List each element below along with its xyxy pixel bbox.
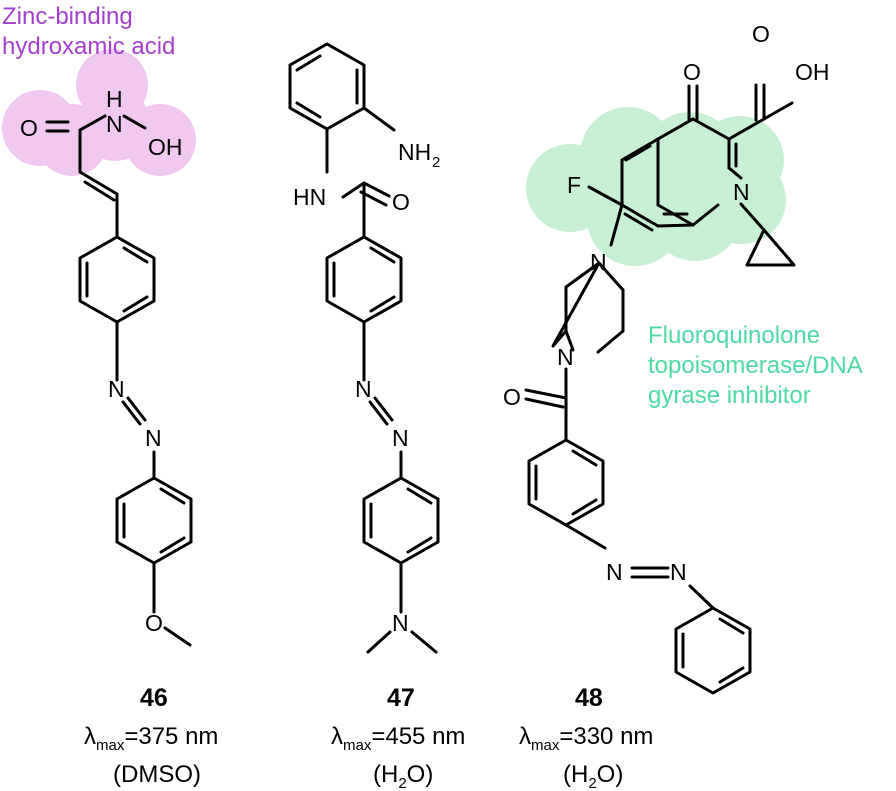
compound-number-46: 46 xyxy=(140,684,168,712)
lambda-46: λmax=375 nm xyxy=(84,723,218,754)
solvent-48: (H2O) xyxy=(563,761,623,791)
compound-number-47: 47 xyxy=(387,684,415,712)
lambda-47: λmax=455 nm xyxy=(331,723,465,754)
atom-N-48-quinolone: N xyxy=(733,179,750,205)
atom-OH-48: OH xyxy=(795,59,830,85)
atom-N-48-piperazine-2: N xyxy=(557,344,574,370)
atom-N-47-amine: N xyxy=(392,610,409,636)
atom-F-48: F xyxy=(567,172,581,198)
atom-N-47-azo-1: N xyxy=(355,376,372,402)
compound-48-structure xyxy=(524,83,796,695)
atom-HN-47: HN xyxy=(293,184,326,210)
atom-N-48-azo-2: N xyxy=(670,559,687,585)
atom-NH2-47: NH xyxy=(398,139,431,165)
fluoro-note-line-2: topoisomerase/DNA xyxy=(648,352,863,379)
lambda-48: λmax=330 nm xyxy=(519,723,653,754)
atom-N-48-azo-1: N xyxy=(606,559,623,585)
compound-number-48: 48 xyxy=(575,684,603,712)
atom-N-46-azo-1: N xyxy=(108,376,125,402)
atom-N-46-azo-2: N xyxy=(145,425,162,451)
atom-N-46: N xyxy=(106,111,123,137)
atom-O-48-amide: O xyxy=(503,384,521,410)
atom-O-46-carbonyl: O xyxy=(20,115,38,141)
zinc-note-line-1: Zinc-binding xyxy=(2,3,133,30)
compound-47-structure xyxy=(288,42,440,654)
atom-N-48-piperazine-1: N xyxy=(590,249,607,275)
caption-46: 46 λmax=375 nm (DMSO) xyxy=(84,684,218,788)
solvent-47: (H2O) xyxy=(373,761,433,791)
atom-NH2-47-subscript: 2 xyxy=(432,154,440,171)
caption-48: 48 λmax=330 nm (H2O) xyxy=(519,684,653,791)
fluoro-note-line-1: Fluoroquinolone xyxy=(648,322,820,349)
atom-H-46: H xyxy=(106,86,123,112)
fluoro-note-line-3: gyrase inhibitor xyxy=(648,382,811,409)
zinc-note-line-2: hydroxamic acid xyxy=(2,33,175,60)
atom-N-47-azo-2: N xyxy=(392,425,409,451)
compound-46-structure xyxy=(45,114,193,647)
atom-O-47-carbonyl: O xyxy=(392,189,410,215)
solvent-46: (DMSO) xyxy=(113,761,201,788)
atom-O-46-methoxy: O xyxy=(145,610,163,636)
atom-O-48-ketone: O xyxy=(683,59,701,85)
atom-O-48-acid-carbonyl: O xyxy=(752,21,770,47)
caption-47: 47 λmax=455 nm (H2O) xyxy=(331,684,465,791)
atom-OH-46: OH xyxy=(148,134,183,160)
